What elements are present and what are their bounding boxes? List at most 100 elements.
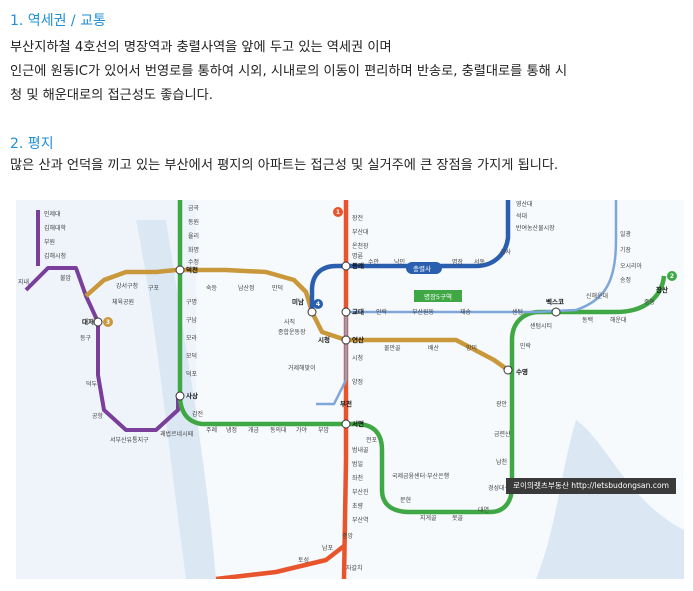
svg-text:인제대: 인제대: [44, 210, 61, 218]
svg-text:2: 2: [670, 273, 674, 280]
svg-text:대연: 대연: [478, 506, 489, 514]
svg-text:물만골: 물만골: [384, 344, 401, 352]
svg-text:석대: 석대: [516, 212, 527, 220]
svg-text:숙등: 숙등: [206, 284, 218, 292]
line1-south: [215, 544, 346, 579]
svg-text:부원: 부원: [44, 238, 55, 246]
svg-text:명륜: 명륜: [352, 252, 364, 260]
svg-text:일광: 일광: [620, 230, 632, 238]
svg-text:덕포: 덕포: [186, 371, 198, 378]
svg-text:자갈치: 자갈치: [346, 564, 363, 572]
line2: [177, 200, 667, 515]
svg-text:강서구청: 강서구청: [116, 282, 138, 290]
svg-text:서동: 서동: [474, 258, 486, 266]
svg-text:수정: 수정: [188, 259, 199, 266]
subway-map-image: 1 2 3 4 명장5구역 충렬사 덕천 사상 미남 동래 교대 연산 시청 서…: [16, 200, 684, 579]
svg-text:서부산유통지구: 서부산유통지구: [110, 436, 149, 444]
gimhae-line: [24, 266, 180, 432]
svg-text:덕두: 덕두: [86, 381, 98, 388]
line3: [84, 267, 510, 372]
svg-text:명장: 명장: [452, 258, 464, 266]
svg-text:신해운대: 신해운대: [586, 292, 608, 300]
svg-text:냉정: 냉정: [226, 426, 237, 434]
svg-text:수영: 수영: [516, 367, 528, 376]
svg-text:중앙: 중앙: [342, 532, 354, 540]
transport-paragraph-line-1: 부산지하철 4호선의 명장역과 충렬사역을 앞에 두고 있는 역세권 이며: [10, 40, 392, 55]
svg-text:기장: 기장: [620, 246, 632, 254]
svg-text:낙민: 낙민: [394, 258, 405, 266]
svg-text:동의대: 동의대: [270, 426, 287, 434]
transport-paragraph-line-3: 청 및 해운대로의 접근성도 좋습니다.: [10, 88, 213, 103]
svg-text:모라: 모라: [186, 334, 198, 342]
svg-text:명장5구역: 명장5구역: [424, 292, 452, 301]
svg-text:교대: 교대: [352, 307, 364, 316]
svg-text:1: 1: [336, 209, 340, 216]
svg-text:반여농산물시장: 반여농산물시장: [516, 224, 555, 232]
svg-text:토성: 토성: [298, 556, 309, 564]
svg-text:중동: 중동: [644, 299, 656, 306]
donghae-line: [316, 200, 618, 406]
svg-text:온천장: 온천장: [352, 242, 369, 250]
svg-text:부전: 부전: [340, 399, 352, 408]
svg-text:덕천: 덕천: [186, 265, 198, 274]
svg-text:주례: 주례: [206, 426, 217, 434]
svg-text:등구: 등구: [80, 335, 92, 342]
svg-text:벡스코: 벡스코: [546, 297, 564, 306]
svg-text:안락: 안락: [376, 308, 388, 316]
svg-text:송정: 송정: [620, 276, 631, 284]
svg-text:동원: 동원: [188, 218, 199, 226]
svg-text:연산: 연산: [352, 335, 364, 344]
svg-text:부산원동: 부산원동: [412, 308, 435, 316]
svg-text:센텀: 센텀: [512, 308, 523, 316]
svg-text:광안: 광안: [496, 400, 508, 408]
svg-text:화명: 화명: [188, 246, 199, 254]
svg-text:부산대: 부산대: [352, 228, 369, 236]
svg-text:금사: 금사: [500, 248, 512, 256]
svg-text:모덕: 모덕: [186, 353, 197, 360]
line1: [341, 200, 349, 579]
svg-text:율리: 율리: [188, 232, 199, 240]
svg-text:부산역: 부산역: [352, 516, 369, 524]
svg-text:괘법르네시떼: 괘법르네시떼: [160, 430, 193, 438]
svg-text:범일: 범일: [352, 460, 363, 468]
transport-paragraph-line-2: 인근에 원동IC가 있어서 번영로를 통하여 시외, 시내로의 이동이 편리하며…: [10, 64, 568, 79]
svg-text:남천: 남천: [496, 458, 507, 466]
svg-text:장산: 장산: [656, 285, 668, 294]
svg-text:시청: 시청: [352, 355, 363, 362]
line4: [309, 200, 511, 312]
svg-text:종합운동장: 종합운동장: [278, 328, 306, 336]
svg-text:남산정: 남산정: [238, 284, 255, 292]
section-heading-transport: 1. 역세권 / 교통: [10, 13, 106, 29]
svg-text:시청: 시청: [318, 335, 330, 344]
svg-text:지게골: 지게골: [420, 514, 437, 522]
svg-text:거제해맞이: 거제해맞이: [288, 364, 316, 372]
svg-text:지내: 지내: [18, 278, 29, 286]
svg-text:양정: 양정: [352, 378, 363, 386]
highlight-box: [414, 290, 462, 302]
svg-text:구남: 구남: [186, 316, 198, 324]
svg-text:4: 4: [316, 301, 320, 308]
svg-text:금련산: 금련산: [494, 430, 511, 438]
svg-text:개금: 개금: [248, 426, 260, 434]
svg-text:만덕: 만덕: [272, 284, 283, 292]
svg-text:수안: 수안: [368, 258, 380, 266]
svg-text:문현: 문현: [400, 496, 411, 504]
svg-text:동래: 동래: [352, 261, 364, 270]
svg-text:범내골: 범내골: [352, 446, 369, 454]
svg-text:공항: 공항: [92, 412, 104, 420]
svg-text:금곡: 금곡: [188, 205, 200, 212]
svg-text:구포: 구포: [148, 285, 160, 292]
svg-text:체육공원: 체육공원: [112, 298, 134, 306]
svg-text:동백: 동백: [582, 316, 593, 324]
svg-text:서면: 서면: [352, 419, 364, 428]
svg-text:경성대·부경대: 경성대·부경대: [488, 484, 523, 492]
svg-text:감전: 감전: [192, 410, 203, 418]
svg-text:남포: 남포: [322, 544, 334, 552]
flatland-paragraph: 많은 산과 언덕을 끼고 있는 부산에서 평지의 아파트는 접근성 및 실거주에…: [10, 158, 559, 173]
svg-text:김해대학: 김해대학: [44, 224, 67, 232]
svg-text:해운대: 해운대: [610, 316, 627, 324]
watermark-label: 로이의렛츠부동산 http://letsbudongsan.com: [506, 478, 676, 494]
svg-text:사상: 사상: [186, 391, 198, 400]
svg-text:미남: 미남: [292, 297, 304, 306]
svg-text:부암: 부암: [318, 426, 330, 434]
